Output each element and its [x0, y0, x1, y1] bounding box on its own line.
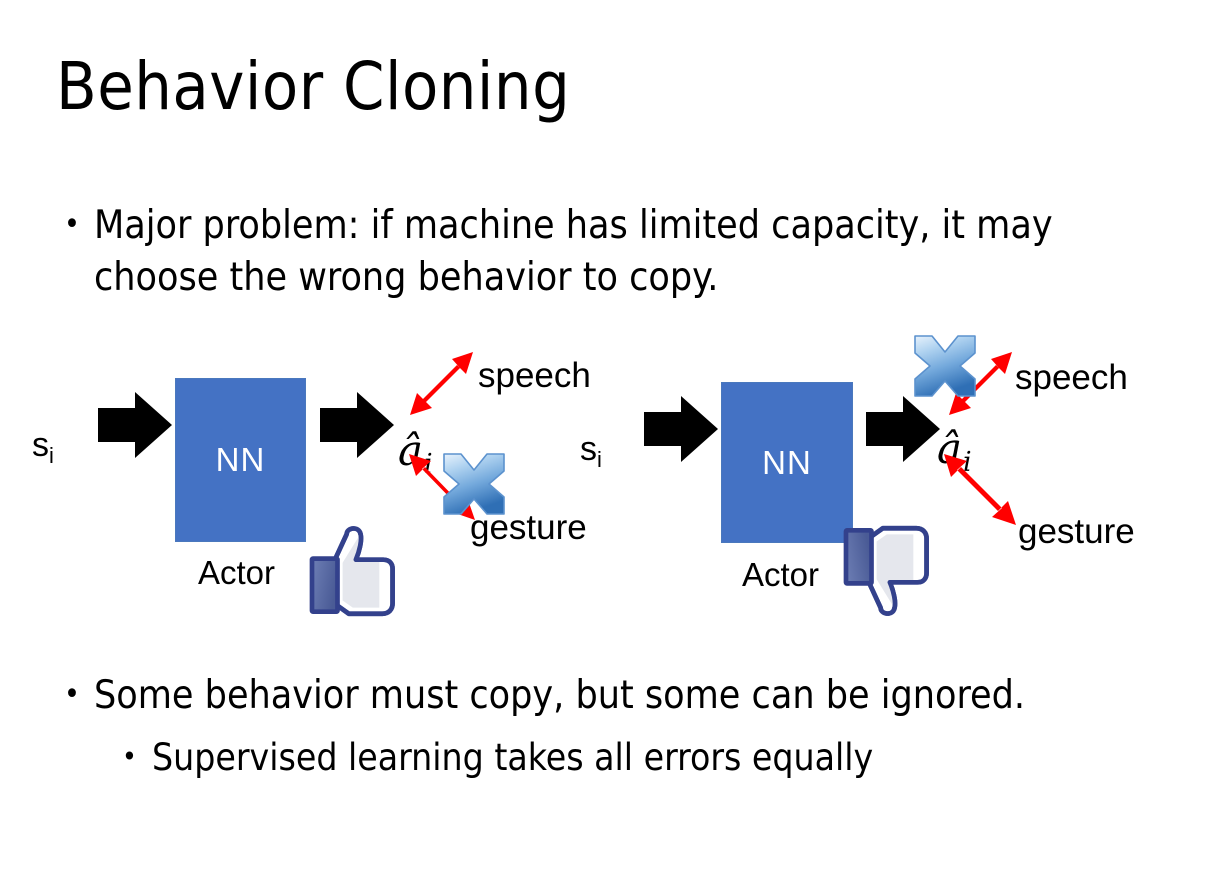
- bullet-list-top: Major problem: if machine has limited ca…: [56, 199, 1126, 304]
- state-label-left: si: [32, 426, 54, 468]
- bullet-item-some-behavior: Some behavior must copy, but some can be…: [56, 669, 1176, 722]
- diagram-correct-behavior: si NN Actor âi speech gesture: [20, 330, 620, 630]
- actor-label-right: Actor: [742, 556, 820, 593]
- state-symbol-right: s: [580, 430, 597, 468]
- red-double-arrow-speech-right: [949, 352, 1012, 415]
- action-subscript-left: i: [424, 449, 433, 480]
- bullet-list-bottom-2: Supervised learning takes all errors equ…: [56, 731, 1176, 784]
- action-subscript-right: i: [963, 447, 972, 478]
- thumbs-up-icon-left: [309, 526, 395, 617]
- black-arrow-output-right: [866, 396, 940, 462]
- state-symbol-left: s: [32, 426, 49, 464]
- black-arrow-output-left: [320, 392, 394, 458]
- thumbs-down-icon-right: [843, 525, 929, 616]
- nn-box-label-right: NN: [762, 443, 812, 481]
- action-label-left: âi: [398, 430, 433, 479]
- state-subscript-left: i: [49, 443, 54, 468]
- state-subscript-right: i: [597, 447, 602, 472]
- bullet-list-bottom-1: Some behavior must copy, but some can be…: [56, 669, 1176, 722]
- action-symbol-left: â: [398, 426, 424, 475]
- page-title: Behavior Cloning: [56, 48, 571, 125]
- red-double-arrow-speech-left: [410, 352, 473, 415]
- action-symbol-right: â: [937, 424, 963, 473]
- nn-box-left: NN: [175, 378, 306, 542]
- bullet-item-supervised-learning: Supervised learning takes all errors equ…: [114, 731, 1176, 784]
- black-arrow-input-right: [644, 396, 718, 462]
- blue-cross-icon-speech-right: [914, 335, 976, 397]
- black-arrow-input-left: [98, 392, 172, 458]
- output-label-speech-left: speech: [478, 356, 591, 395]
- blue-cross-icon-gesture-left: [443, 453, 505, 515]
- actor-label-left: Actor: [198, 554, 276, 591]
- output-label-gesture-right: gesture: [1018, 512, 1135, 551]
- bullet-item-major-problem: Major problem: if machine has limited ca…: [56, 199, 1126, 304]
- nn-box-right: NN: [721, 382, 853, 543]
- diagram-wrong-behavior: si NN Actor âi speech gesture: [560, 330, 1160, 630]
- state-label-right: si: [580, 430, 602, 472]
- action-label-right: âi: [937, 428, 972, 477]
- nn-box-label-left: NN: [215, 441, 266, 478]
- output-label-speech-right: speech: [1015, 358, 1128, 397]
